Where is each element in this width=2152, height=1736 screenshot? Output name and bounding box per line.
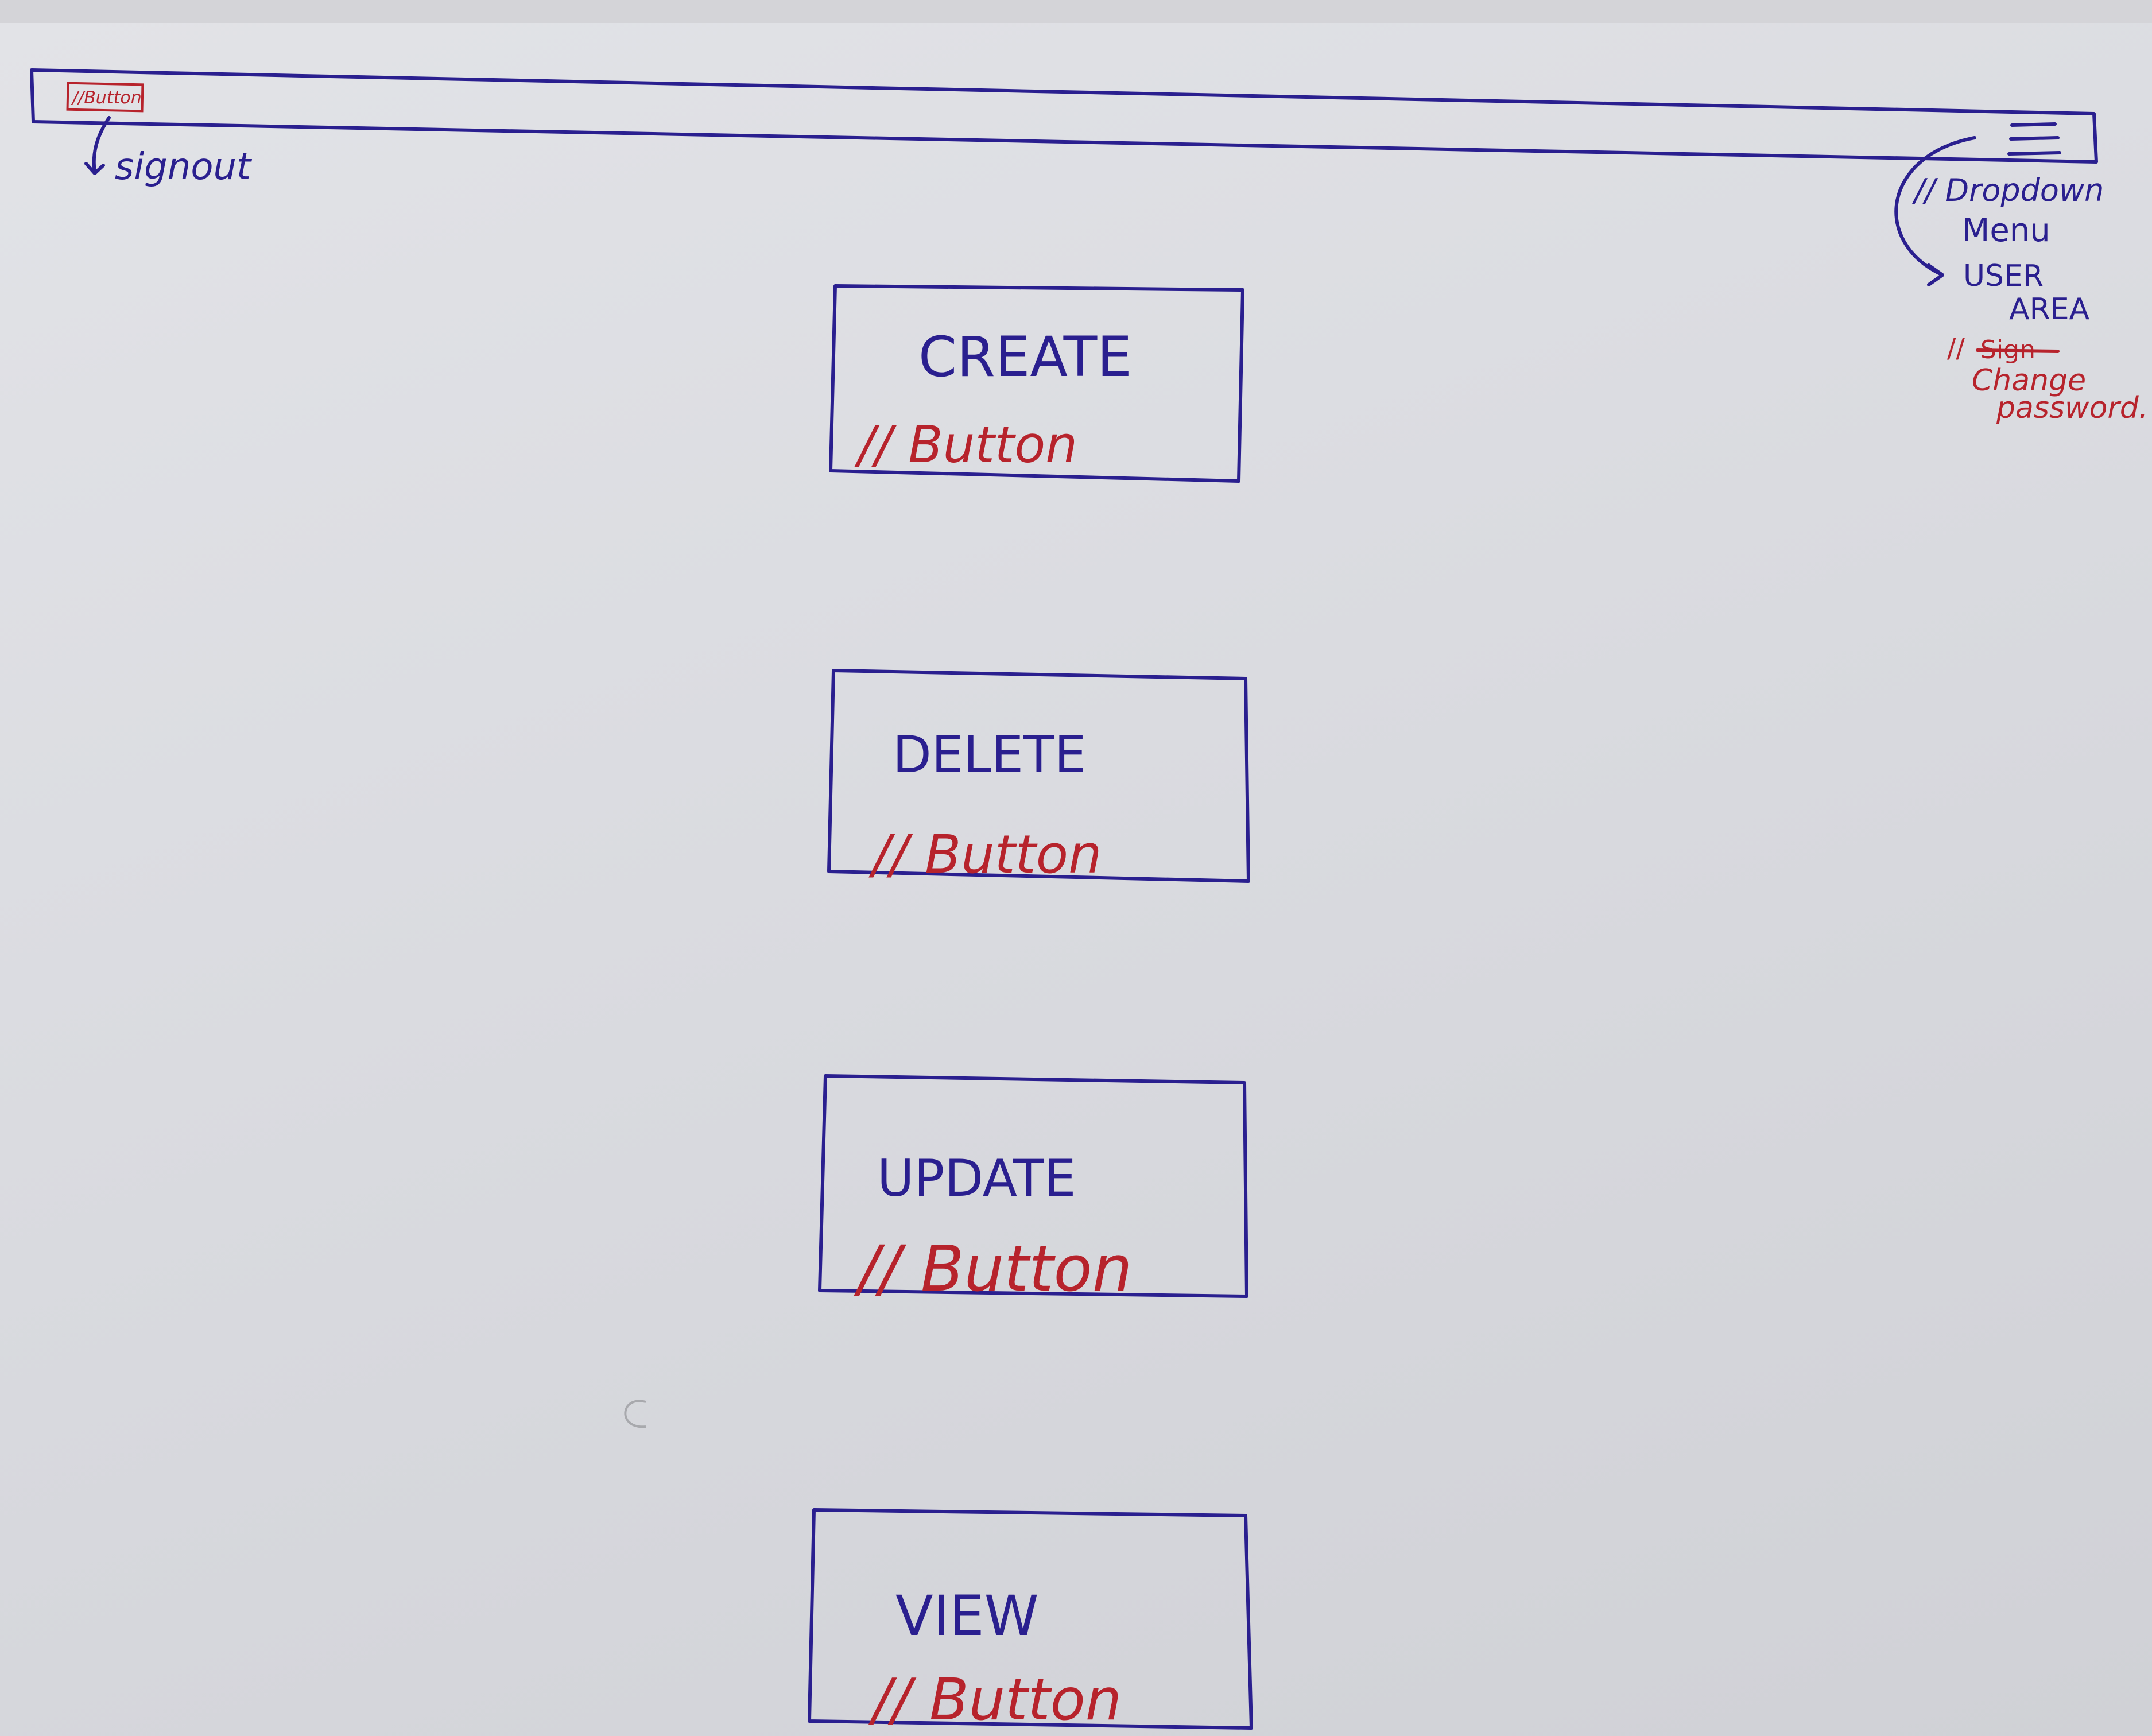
create-button[interactable]: CREATE // Button: [829, 284, 1244, 483]
dropdown-arrow: [1894, 136, 1976, 286]
user-area-line1: USER: [1963, 259, 2044, 293]
dropdown-note-line1: // Dropdown: [1912, 172, 2104, 208]
create-button-label: CREATE: [918, 325, 1132, 389]
signout-arrow: [84, 116, 111, 175]
stray-mark: [624, 1400, 646, 1428]
top-nav-bar: [30, 68, 2098, 164]
delete-button-note: // Button: [868, 824, 1102, 885]
create-button-note: // Button: [854, 415, 1077, 474]
view-button-label: VIEW: [895, 1584, 1039, 1648]
dropdown-note-line2: Menu: [1962, 212, 2050, 249]
change-password-line1: Change: [1972, 363, 2086, 398]
view-button[interactable]: VIEW // Button: [808, 1508, 1253, 1733]
strike-line: [1976, 348, 2060, 353]
signout-note: signout: [115, 146, 253, 188]
user-area-line2: AREA: [2009, 292, 2090, 327]
update-button-label: UPDATE: [877, 1149, 1076, 1208]
delete-button[interactable]: DELETE // Button: [827, 669, 1250, 885]
change-password-line2: password.: [1996, 391, 2148, 425]
signout-button-label: //Button: [71, 88, 142, 108]
delete-button-label: DELETE: [893, 725, 1086, 784]
paper-sheet: [0, 23, 2152, 1736]
update-button-note: // Button: [853, 1232, 1133, 1305]
update-button[interactable]: UPDATE // Button: [818, 1074, 1248, 1305]
view-button-note: // Button: [868, 1666, 1122, 1733]
change-password-prefix: //: [1947, 332, 1965, 363]
hamburger-menu-icon[interactable]: [2007, 122, 2061, 156]
signout-button[interactable]: //Button: [66, 82, 144, 113]
